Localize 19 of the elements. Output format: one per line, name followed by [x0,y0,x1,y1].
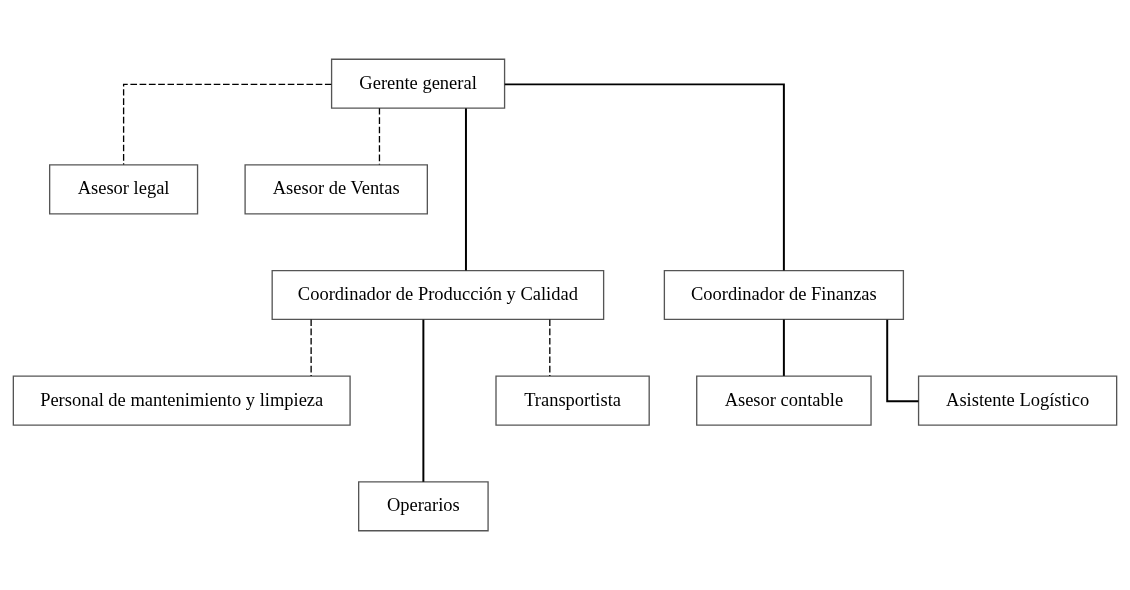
node-box: Coordinador de Producción y Calidad [271,269,605,321]
node-box: Asesor legal [49,164,199,215]
node-box: Asesor contable [696,375,872,426]
connector [886,318,920,403]
connector [310,318,312,377]
connector [422,318,425,483]
connector [378,107,381,166]
connector [782,318,785,377]
node-box: Coordinador de Finanzas [663,269,905,321]
node-box: Asesor de Ventas [244,164,428,215]
node-box: Transportista [495,375,650,426]
connector [503,83,785,272]
node-box: Gerente general [330,58,506,109]
node-box: Operarios [358,481,489,532]
node-box: Personal de mantenimiento y limpieza [12,375,351,426]
connector [549,318,551,377]
connector [464,107,467,272]
node-box: Asistente Logístico [917,375,1118,426]
connector [122,83,332,166]
